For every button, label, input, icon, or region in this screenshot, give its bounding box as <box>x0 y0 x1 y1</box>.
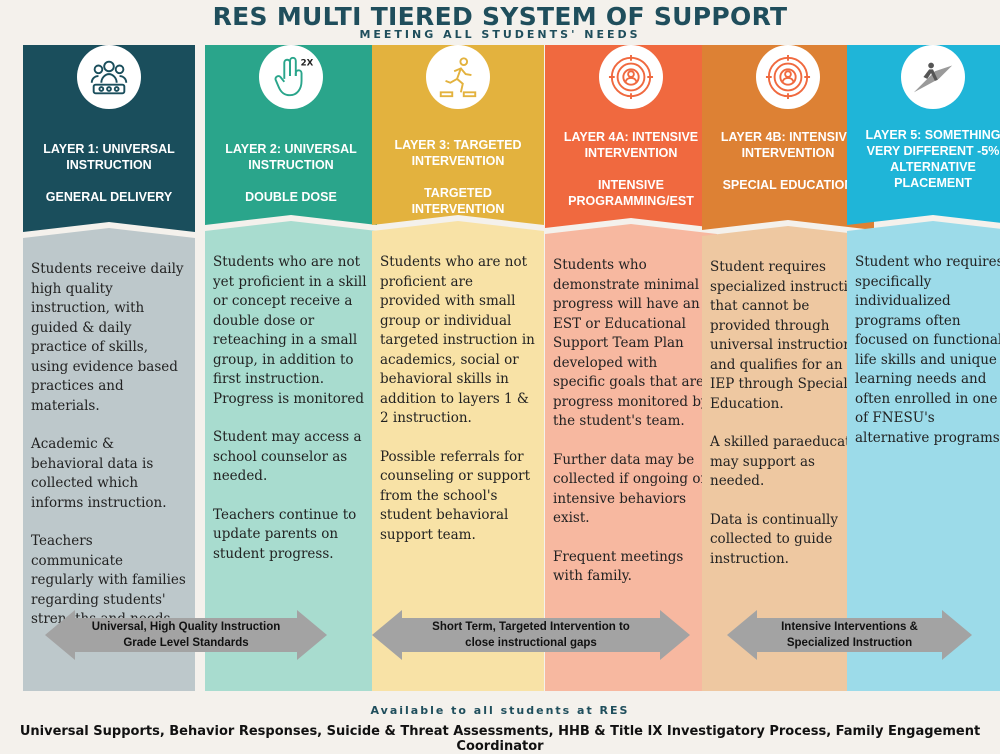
layer-heading: LAYER 5: SOMETHING VERY DIFFERENT -5% AL… <box>855 127 1000 191</box>
target-person-icon <box>756 45 820 109</box>
layer-paragraph: Teachers continue to update parents on s… <box>213 506 357 562</box>
layer-title: LAYER 1: UNIVERSAL INSTRUCTION <box>43 142 175 172</box>
layer-description: Student requires specialized instruction… <box>710 258 866 588</box>
layer-heading: LAYER 4B: INTENSIVE INTERVENTION SPECIAL … <box>710 129 866 193</box>
layer-paragraph: A skilled paraeducator may support as ne… <box>710 434 866 489</box>
layer-body: Student who requires specifically indivi… <box>847 221 1000 691</box>
arrow-label-line2: Grade Level Standards <box>123 637 249 649</box>
layer-description: Students who demonstrate minimal progres… <box>553 256 709 606</box>
layer-heading: LAYER 3: TARGETED INTERVENTION TARGETED I… <box>380 137 536 217</box>
layer-header: LAYER 4B: INTENSIVE INTERVENTION SPECIAL … <box>702 45 874 230</box>
layer-title: LAYER 4B: INTENSIVE INTERVENTION <box>720 130 856 160</box>
footer-available: Available to all students at RES <box>370 704 630 717</box>
arrow-label: Short Term, Targeted Intervention to clos… <box>432 619 630 651</box>
layer-paragraph: Students who are not yet proficient in a… <box>213 254 367 407</box>
arrow-label: Intensive Interventions & Specialized Ins… <box>781 619 918 651</box>
layer-paragraph: Student may access a school counselor as… <box>213 429 362 484</box>
layer-heading: LAYER 4A: INTENSIVE INTERVENTION INTENSIV… <box>553 129 709 209</box>
layer-header: LAYER 5: SOMETHING VERY DIFFERENT -5% AL… <box>847 45 1000 225</box>
layer-body: Students who are not yet proficient in a… <box>205 221 377 691</box>
layer-body: Student requires specialized instruction… <box>702 226 874 691</box>
layer-delivery: TARGETED INTERVENTION <box>411 186 505 216</box>
arrow-label-line1: Short Term, Targeted Intervention to <box>432 621 630 633</box>
double-arrow-3: Intensive Interventions & Specialized Ins… <box>727 610 972 660</box>
layer-delivery: DOUBLE DOSE <box>245 190 337 204</box>
layer-title: LAYER 5: SOMETHING VERY DIFFERENT -5% AL… <box>865 128 1000 190</box>
layer-paragraph: Students who demonstrate minimal progres… <box>553 257 709 429</box>
layer-delivery: GENERAL DELIVERY <box>45 190 173 204</box>
layer-paragraph: Students who are not proficient are prov… <box>380 254 535 426</box>
layer-description: Students receive daily high quality inst… <box>31 260 187 649</box>
layer-paragraph: Students receive daily high quality inst… <box>31 261 184 414</box>
target-person-icon <box>599 45 663 109</box>
layer-paragraph: Possible referrals for counseling or sup… <box>380 448 531 543</box>
runner-icon <box>426 45 490 109</box>
layer-heading: LAYER 1: UNIVERSAL INSTRUCTION GENERAL DE… <box>31 141 187 205</box>
arrow-label-line1: Universal, High Quality Instruction <box>91 621 281 633</box>
layer-paragraph: Further data may be collected if ongoing… <box>553 451 707 527</box>
climber-icon <box>901 45 965 109</box>
layer-header: 2X LAYER 2: UNIVERSAL INSTRUCTION DOUBLE D… <box>205 45 377 225</box>
layer-header: LAYER 3: TARGETED INTERVENTION TARGETED I… <box>372 45 544 225</box>
layer-paragraph: Academic & behavioral data is collected … <box>31 436 167 511</box>
layer-paragraph: Data is continually collected to guide i… <box>710 511 838 567</box>
layer-title: LAYER 2: UNIVERSAL INSTRUCTION <box>225 142 357 172</box>
people-group-icon <box>77 45 141 109</box>
page-title: RES MULTI TIERED SYSTEM OF SUPPORT <box>212 2 788 31</box>
layer-paragraph: Student requires specialized instruction… <box>710 259 865 412</box>
layer-paragraph: Student who requires specifically indivi… <box>855 254 1000 446</box>
svg-text:2X: 2X <box>301 59 314 69</box>
layer-header: LAYER 4A: INTENSIVE INTERVENTION INTENSIV… <box>545 45 717 228</box>
two-finger-hand-icon: 2X <box>259 45 323 109</box>
layer-paragraph: Teachers communicate regularly with fami… <box>31 533 186 627</box>
arrow-label-line1: Intensive Interventions & <box>781 621 918 633</box>
layer-description: Students who are not proficient are prov… <box>380 253 536 564</box>
layer-description: Student who requires specifically indivi… <box>855 253 1000 467</box>
layer-delivery: INTENSIVE PROGRAMMING/EST <box>568 178 694 208</box>
arrow-label-line2: Specialized Instruction <box>786 637 913 649</box>
layer-delivery: SPECIAL EDUCATION <box>722 178 854 192</box>
layer-paragraph: Frequent meetings with family. <box>553 548 684 585</box>
double-arrow-2: Short Term, Targeted Intervention to clos… <box>372 610 690 660</box>
layer-title: LAYER 4A: INTENSIVE INTERVENTION <box>563 130 699 160</box>
layer-body: Students receive daily high quality inst… <box>23 228 195 691</box>
layer-description: Students who are not yet proficient in a… <box>213 253 369 583</box>
layer-title: LAYER 3: TARGETED INTERVENTION <box>394 138 522 168</box>
layer-heading: LAYER 2: UNIVERSAL INSTRUCTION DOUBLE DOS… <box>213 141 369 205</box>
layer-body: Students who demonstrate minimal progres… <box>545 224 717 691</box>
arrow-label-line2: close instructional gaps <box>465 637 597 649</box>
layer-header: LAYER 1: UNIVERSAL INSTRUCTION GENERAL DE… <box>23 45 195 232</box>
page-subtitle: MEETING ALL STUDENTS' NEEDS <box>359 28 641 41</box>
